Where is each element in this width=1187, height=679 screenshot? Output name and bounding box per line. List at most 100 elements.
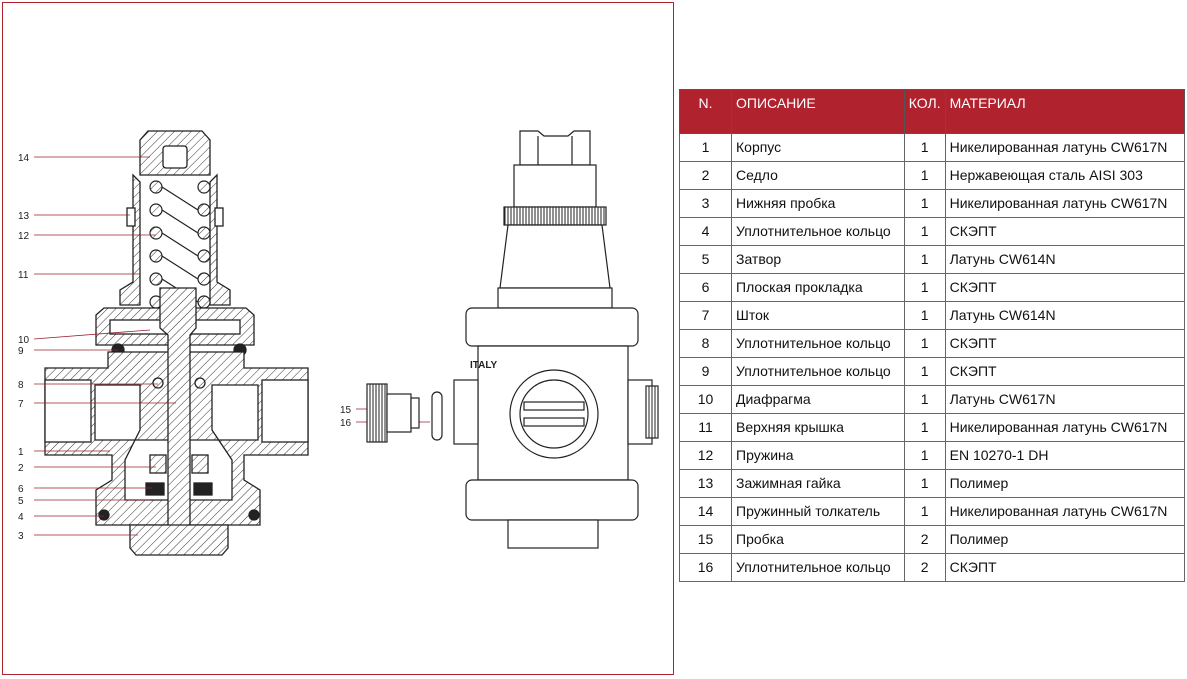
cell-material: СКЭПТ — [944, 217, 1186, 246]
cell-description: Шток — [731, 301, 905, 330]
cell-material: Никелированная латунь CW617N — [944, 133, 1186, 162]
cell-quantity: 1 — [903, 413, 946, 442]
cell-material: Никелированная латунь CW617N — [944, 497, 1186, 526]
cell-quantity: 1 — [903, 441, 946, 470]
callout-1: 1 — [18, 447, 24, 458]
cell-number: 1 — [679, 133, 732, 162]
cell-quantity: 1 — [903, 329, 946, 358]
cell-number: 14 — [679, 497, 732, 526]
cell-number: 7 — [679, 301, 732, 330]
cell-number: 15 — [679, 525, 732, 554]
cell-quantity: 1 — [903, 497, 946, 526]
cell-number: 3 — [679, 189, 732, 218]
cell-number: 4 — [679, 217, 732, 246]
leader-lines — [33, 156, 430, 536]
plug-assembly — [366, 383, 443, 443]
cell-number: 12 — [679, 441, 732, 470]
cell-number: 16 — [679, 553, 732, 582]
valve-drawing: 14 13 12 11 10 9 8 7 1 2 6 5 4 3 15 16 — [18, 130, 659, 556]
callout-15: 15 — [340, 405, 352, 416]
cell-description: Уплотнительное кольцо — [731, 357, 905, 386]
callout-14: 14 — [18, 153, 30, 164]
callout-10: 10 — [18, 335, 30, 346]
callout-11: 11 — [18, 270, 29, 281]
cell-quantity: 2 — [903, 553, 946, 582]
cell-number: 9 — [679, 357, 732, 386]
header-material: МАТЕРИАЛ — [944, 89, 1186, 134]
cell-description: Пружинный толкатель — [731, 497, 905, 526]
cell-description: Верхняя крышка — [731, 413, 905, 442]
callout-7: 7 — [18, 399, 24, 410]
cell-description: Уплотнительное кольцо — [731, 217, 905, 246]
callout-4: 4 — [18, 512, 24, 523]
cell-number: 2 — [679, 161, 732, 190]
cell-material: Полимер — [944, 469, 1186, 498]
body-marking: ITALY — [470, 360, 498, 371]
callout-13: 13 — [18, 211, 30, 222]
cell-quantity: 1 — [903, 189, 946, 218]
cell-quantity: 1 — [903, 385, 946, 414]
cell-description: Диафрагма — [731, 385, 905, 414]
cell-quantity: 1 — [903, 217, 946, 246]
cell-material: EN 10270-1 DH — [944, 441, 1186, 470]
cell-quantity: 1 — [903, 273, 946, 302]
cell-quantity: 2 — [903, 525, 946, 554]
cell-quantity: 1 — [903, 133, 946, 162]
cell-material: Полимер — [944, 525, 1186, 554]
cell-description: Седло — [731, 161, 905, 190]
callout-5: 5 — [18, 496, 24, 507]
cell-quantity: 1 — [903, 161, 946, 190]
cell-quantity: 1 — [903, 301, 946, 330]
header-quantity: КОЛ. — [903, 89, 946, 134]
header-number: N. — [679, 89, 732, 134]
cell-number: 8 — [679, 329, 732, 358]
header-description: ОПИСАНИЕ — [731, 89, 905, 134]
callout-2: 2 — [18, 463, 24, 474]
cell-material: СКЭПТ — [944, 553, 1186, 582]
cell-number: 6 — [679, 273, 732, 302]
callout-9: 9 — [18, 346, 24, 357]
cell-material: Нержавеющая сталь AISI 303 — [944, 161, 1186, 190]
cell-description: Пробка — [731, 525, 905, 554]
cell-quantity: 1 — [903, 469, 946, 498]
cell-description: Нижняя пробка — [731, 189, 905, 218]
callouts-plug: 15 16 — [340, 405, 352, 429]
cell-quantity: 1 — [903, 357, 946, 386]
callout-12: 12 — [18, 231, 30, 242]
cell-material: СКЭПТ — [944, 273, 1186, 302]
cell-description: Плоская прокладка — [731, 273, 905, 302]
callout-6: 6 — [18, 484, 24, 495]
cell-material: Латунь CW617N — [944, 385, 1186, 414]
external-view — [453, 130, 659, 549]
cell-number: 11 — [679, 413, 732, 442]
cell-number: 5 — [679, 245, 732, 274]
cell-material: Латунь CW614N — [944, 245, 1186, 274]
cell-description: Уплотнительное кольцо — [731, 553, 905, 582]
cross-section — [44, 130, 309, 556]
drawing-frame — [2, 2, 674, 675]
table-header-row: N. ОПИСАНИЕ КОЛ. МАТЕРИАЛ — [679, 89, 1186, 134]
cell-material: СКЭПТ — [944, 357, 1186, 386]
cell-description: Корпус — [731, 133, 905, 162]
cell-material: Латунь CW614N — [944, 301, 1186, 330]
cell-description: Уплотнительное кольцо — [731, 329, 905, 358]
cell-material: СКЭПТ — [944, 329, 1186, 358]
cell-number: 13 — [679, 469, 732, 498]
cell-material: Никелированная латунь CW617N — [944, 189, 1186, 218]
cell-description: Пружина — [731, 441, 905, 470]
callouts-left: 14 13 12 11 10 9 8 7 1 2 6 5 4 3 — [18, 153, 30, 542]
